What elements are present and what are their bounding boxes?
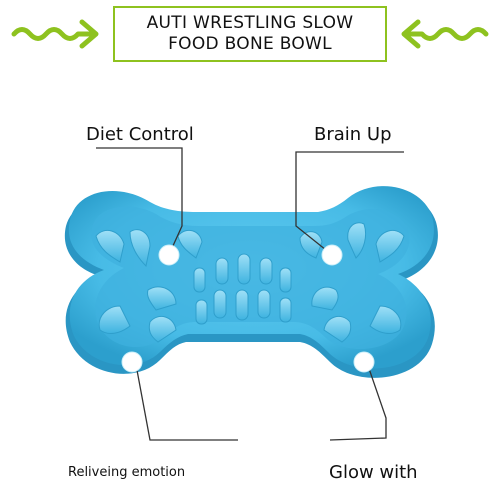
label-relieving-emotion: Reliveing emotion bbox=[68, 465, 186, 480]
marker-relieving-emotion bbox=[121, 351, 143, 373]
title-banner: AUTI WRESTLING SLOW FOOD BONE BOWL bbox=[113, 6, 387, 62]
squiggle-arrow-left-icon bbox=[401, 19, 489, 49]
title-line-1: AUTI WRESTLING SLOW bbox=[146, 13, 354, 33]
callout-markers bbox=[121, 244, 375, 373]
label-brain-up: Brain Up bbox=[314, 124, 392, 145]
marker-brain-up bbox=[321, 244, 343, 266]
squiggle-arrow-right-icon bbox=[11, 19, 99, 49]
marker-glow-with bbox=[353, 351, 375, 373]
label-diet-control: Diet Control bbox=[86, 124, 194, 145]
marker-diet-control bbox=[158, 244, 180, 266]
leader-lines bbox=[96, 147, 404, 441]
label-glow-with: Glow with bbox=[329, 462, 418, 483]
title-line-2: FOOD BONE BOWL bbox=[168, 34, 332, 54]
bone-bowl bbox=[64, 186, 438, 378]
